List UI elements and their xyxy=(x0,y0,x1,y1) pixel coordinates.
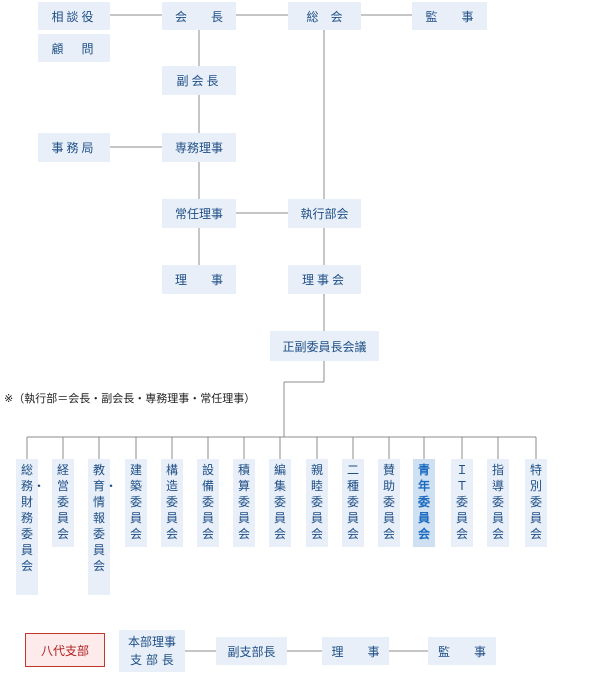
committee-label: 親睦委員会 xyxy=(311,463,324,541)
branch-head-box: 本部理事 支 部 長 xyxy=(119,630,185,672)
jimukyoku-box: 事務局 xyxy=(38,133,110,162)
committee-label: 教育・情報委員会 xyxy=(93,463,118,573)
executive-note: ※（執行部＝会長・副会長・専務理事・常任理事） xyxy=(4,392,256,405)
committee-3-box: 教育・情報委員会 xyxy=(88,459,118,595)
jonin-label: 常任理事 xyxy=(174,207,223,221)
branch-riji-box: 理 事 xyxy=(322,637,389,665)
rijikai-label: 理事会 xyxy=(301,273,347,287)
sodanyaku-box: 相談役 xyxy=(38,2,110,30)
committee-label: 設備委員会 xyxy=(202,463,215,541)
fukukaicho-box: 副会長 xyxy=(162,66,236,95)
jonin-box: 常任理事 xyxy=(162,199,236,228)
branch-name-badge: 八代支部 xyxy=(25,633,105,667)
committee-8-box: 編集委員会 xyxy=(269,459,291,547)
sodanyaku-label: 相談役 xyxy=(51,9,97,24)
committee-label: 総務・財務委員会 xyxy=(21,463,46,573)
committee-7-box: 積算委員会 xyxy=(233,459,255,547)
jimukyoku-label: 事務局 xyxy=(51,141,97,155)
committee-label: 指導委員会 xyxy=(492,463,505,541)
iinchokaigi-box: 正副委員長会議 xyxy=(270,331,379,361)
committee-5-box: 構造委員会 xyxy=(161,459,183,547)
committee-label: 積算委員会 xyxy=(238,463,251,541)
branch-riji-label: 理 事 xyxy=(331,644,380,659)
branch-vice-label: 副支部長 xyxy=(227,644,276,659)
kanji-label: 監 事 xyxy=(425,9,474,24)
riji-box: 理 事 xyxy=(162,265,236,294)
senmu-label: 専務理事 xyxy=(174,141,223,155)
committee-2-box: 経営委員会 xyxy=(52,459,74,547)
kaicho-label: 会 長 xyxy=(174,9,223,24)
committee-9-box: 親睦委員会 xyxy=(306,459,328,547)
kanji-box: 監 事 xyxy=(412,2,487,30)
committee-10-box: 二種委員会 xyxy=(342,459,364,547)
committee-13-box: ＩＴ委員会 xyxy=(451,459,473,547)
komon-label: 顧 問 xyxy=(51,41,97,56)
committee-label: 二種委員会 xyxy=(347,463,360,541)
branch-head-line1: 本部理事 xyxy=(127,635,176,649)
rijikai-box: 理事会 xyxy=(288,265,361,294)
branch-name-label: 八代支部 xyxy=(40,643,89,658)
committee-label: 建築委員会 xyxy=(130,463,143,541)
committee-12-box: 青年委員会 xyxy=(413,459,435,547)
shikkobu-label: 執行部会 xyxy=(300,207,349,221)
committee-label: ＩＴ委員会 xyxy=(456,463,469,541)
committee-label: 編集委員会 xyxy=(274,463,287,541)
branch-kanji-label: 監 事 xyxy=(437,644,486,659)
shikkobu-box: 執行部会 xyxy=(288,199,361,228)
sokai-label: 総 会 xyxy=(306,9,343,24)
committee-1-box: 総務・財務委員会 xyxy=(16,459,46,595)
committee-4-box: 建築委員会 xyxy=(125,459,147,547)
komon-box: 顧 問 xyxy=(38,34,110,62)
committee-label: 特別委員会 xyxy=(530,463,543,541)
riji-label: 理 事 xyxy=(174,273,223,287)
sokai-box: 総 会 xyxy=(288,2,361,30)
committee-14-box: 指導委員会 xyxy=(487,459,509,547)
committee-15-box: 特別委員会 xyxy=(525,459,547,547)
branch-kanji-box: 監 事 xyxy=(428,637,496,665)
branch-head-line2: 支 部 長 xyxy=(130,653,174,667)
committee-6-box: 設備委員会 xyxy=(197,459,219,547)
iinchokaigi-label: 正副委員長会議 xyxy=(282,339,367,354)
committee-label: 賛助委員会 xyxy=(383,463,396,541)
fukukaicho-label: 副会長 xyxy=(176,74,222,88)
committee-label: 構造委員会 xyxy=(166,463,179,541)
committee-label: 青年委員会 xyxy=(418,463,431,541)
committee-label: 経営委員会 xyxy=(57,463,70,541)
kaicho-box: 会 長 xyxy=(162,2,236,30)
branch-vice-box: 副支部長 xyxy=(216,637,287,665)
senmu-box: 専務理事 xyxy=(162,133,236,162)
committee-11-box: 賛助委員会 xyxy=(378,459,400,547)
